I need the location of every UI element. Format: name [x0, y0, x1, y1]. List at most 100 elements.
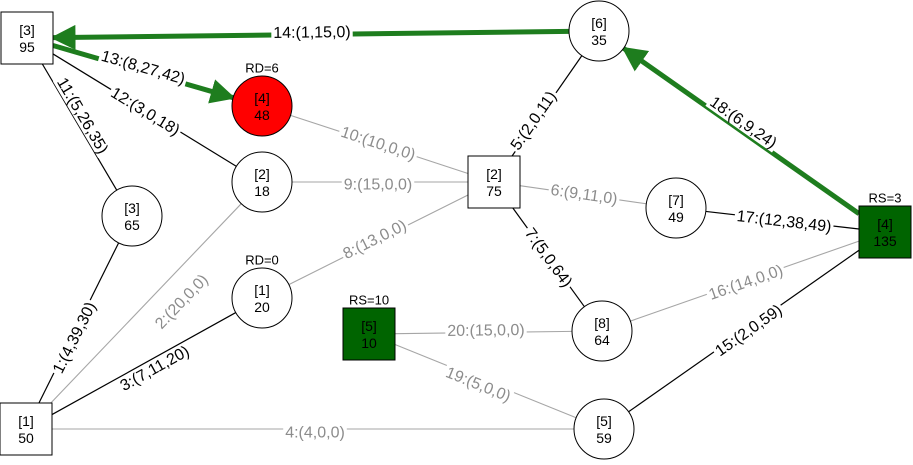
edge-15-label-bg [711, 301, 787, 361]
node-sq3[interactable]: [3]95 [0, 11, 54, 65]
edge-2-label-bg [151, 270, 213, 334]
edge-1-label: 1:(4,39,30) [50, 300, 100, 377]
edge-9-label-bg [341, 177, 415, 193]
node-c6-index: [6] [591, 15, 607, 31]
edge-9-label-group: 9:(15,0,0) [341, 177, 415, 194]
node-sq3-square [0, 11, 54, 65]
node-c1-tag: RD=0 [245, 253, 279, 268]
node-sq5-square [342, 307, 396, 361]
edge-17-label-bg [733, 208, 835, 236]
node-c5-value: 59 [596, 430, 612, 446]
node-c8-value: 64 [594, 332, 610, 348]
edge-13-label-group: 13:(8,27,42) [97, 48, 189, 88]
edge-3-label-group: 3:(7,11,20) [116, 342, 194, 396]
edge-8-label: 8:(13,0,0) [341, 217, 410, 263]
edge-19-label: 19:(5,0,0) [443, 364, 513, 405]
node-c4-value: 48 [254, 107, 270, 123]
node-c5-circle [573, 398, 635, 460]
edge-19-label-bg [441, 364, 515, 406]
edge-18-line [621, 46, 861, 216]
edge-19-label-group: 19:(5,0,0) [441, 364, 515, 406]
edge-1-label-group: 1:(4,39,30) [50, 298, 100, 378]
edge-7-label-group: 7:(5,0,64) [520, 224, 576, 292]
edge-18-label-bg [705, 93, 781, 153]
edge-12-label: 12:(3,0,18) [108, 85, 183, 140]
node-c3[interactable]: [3]65 [101, 185, 163, 247]
edge-8-label-group: 8:(13,0,0) [339, 217, 411, 263]
edge-13-label: 13:(8,27,42) [99, 48, 187, 88]
node-c5[interactable]: [5]59 [573, 398, 635, 460]
edge-20-label: 20:(15,0,0) [447, 322, 525, 340]
node-c8[interactable]: [8]64 [571, 300, 633, 362]
node-sq4[interactable]: [4]135 RS=3 [858, 191, 912, 259]
node-sq4-tag: RS=3 [869, 191, 902, 206]
edge-18-label-group: 18:(6,9,24) [705, 93, 781, 153]
edge-17-label-group: 17:(12,38,49) [733, 208, 835, 236]
edge-14-label: 14:(1,15,0) [273, 24, 351, 42]
edge-14-label-group: 14:(1,15,0) [271, 24, 353, 42]
edge-8-label-bg [339, 217, 411, 263]
edge-6-label-bg [547, 182, 621, 208]
edge-16-label: 16:(14,0,0) [707, 262, 786, 304]
node-sq5-value: 10 [361, 335, 377, 351]
edge-3-label: 3:(7,11,20) [118, 343, 193, 395]
node-c4-tag: RD=6 [245, 61, 279, 76]
node-c3-value: 65 [124, 217, 140, 233]
node-c3-circle [101, 185, 163, 247]
node-sq4-square [858, 205, 912, 259]
edge-7-label: 7:(5,0,64) [521, 225, 575, 290]
edge-2-label-group: 2:(20,0,0) [151, 270, 213, 334]
edge-9-label: 9:(15,0,0) [344, 177, 412, 194]
edge-15-label-group: 15:(2,0,59) [711, 301, 787, 361]
edge-labels-layer: 1:(4,39,30) 2:(20,0,0) 3:(7,11,20) 4:(4,0,0… [50, 24, 835, 442]
edge-4-label-bg [283, 425, 347, 441]
node-c7-value: 49 [668, 209, 684, 225]
node-c1-circle [231, 267, 293, 329]
edge-11-label: 11:(5,26,35) [53, 75, 111, 157]
node-sq4-value: 135 [873, 233, 897, 249]
edge-3-label-bg [116, 342, 194, 396]
edge-4-label-group: 4:(4,0,0) [283, 425, 347, 442]
edge-16-label-group: 16:(14,0,0) [705, 262, 787, 304]
edge-17-label: 17:(12,38,49) [736, 208, 833, 236]
edge-11-label-bg [52, 73, 112, 159]
node-c8-circle [571, 300, 633, 362]
node-sq3-value: 95 [19, 39, 35, 55]
node-c5-index: [5] [596, 413, 612, 429]
edge-20-label-group: 20:(15,0,0) [445, 322, 527, 340]
node-c6-value: 35 [591, 32, 607, 48]
edge-6-label: 6:(9,11,0) [549, 182, 618, 208]
node-c3-index: [3] [124, 200, 140, 216]
node-c8-index: [8] [594, 315, 610, 331]
edge-15-label: 15:(2,0,59) [712, 302, 785, 360]
node-c2-value: 18 [254, 183, 270, 199]
node-c1-index: [1] [254, 282, 270, 298]
node-sq3-index: [3] [19, 22, 35, 38]
edge-12-label-bg [106, 84, 184, 140]
node-sq1-value: 50 [18, 430, 34, 446]
edge-5-label-bg [507, 87, 561, 155]
edge-18-label: 18:(6,9,24) [706, 94, 779, 152]
node-sq1-index: [1] [18, 413, 34, 429]
node-sq4-index: [4] [877, 216, 893, 232]
edge-5-label: 5:(2,0,11) [508, 89, 560, 154]
edge-13-label-bg [97, 48, 189, 88]
node-c2[interactable]: [2]18 [231, 151, 293, 213]
node-c7-circle [645, 177, 707, 239]
edge-20-label-bg [445, 322, 527, 340]
edge-3-line [51, 312, 237, 416]
node-c7[interactable]: [7]49 [645, 177, 707, 239]
node-sq5-tag: RS=10 [349, 293, 389, 308]
node-c6[interactable]: [6]35 [568, 0, 630, 62]
node-sq1[interactable]: [1]50 [0, 402, 53, 456]
node-sq2-index: [2] [486, 166, 502, 182]
edge-10-label-group: 10:(10,0,0) [336, 124, 420, 164]
node-sq2[interactable]: [2]75 [467, 155, 521, 209]
edge-14-label-bg [271, 25, 353, 41]
